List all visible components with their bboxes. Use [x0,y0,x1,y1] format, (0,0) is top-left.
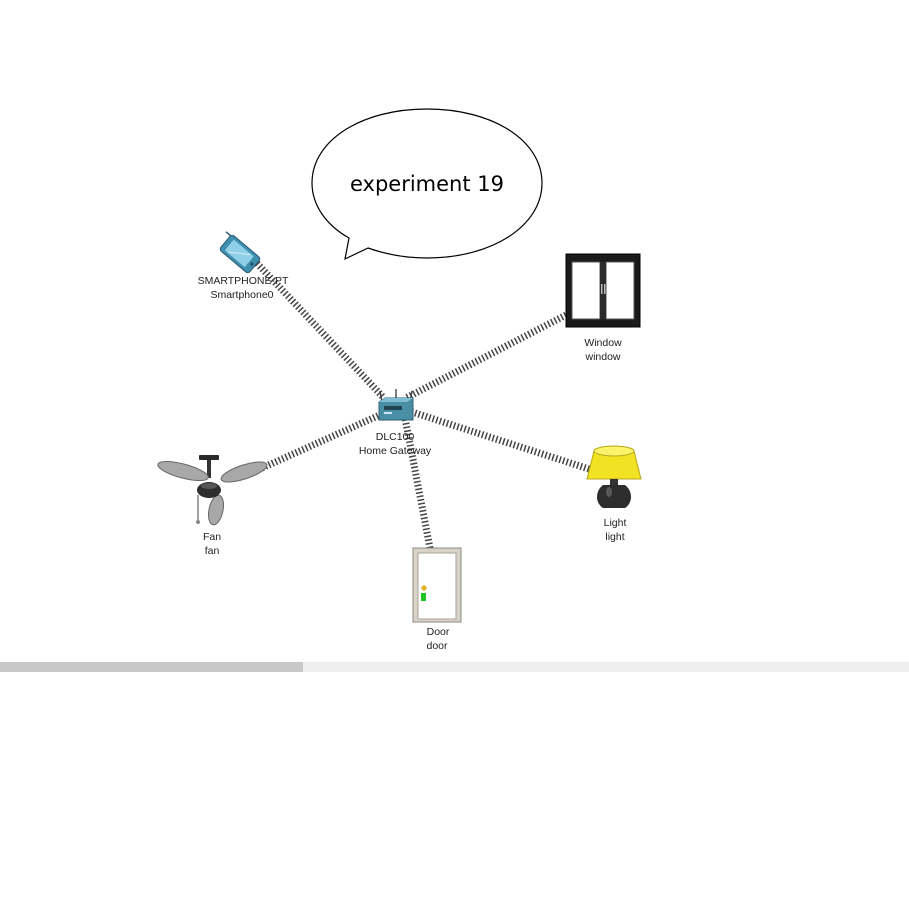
wireless-links [249,255,591,549]
window-model-label: Window [584,337,622,349]
note-text: experiment 19 [350,172,504,196]
smartphone-model-label: SMARTPHONE-PT [198,275,289,287]
smartphone-icon [219,231,261,274]
link-fan-gateway[interactable] [260,410,384,472]
device-light[interactable]: Light light [586,445,642,543]
light-model-label: Light [604,517,627,529]
device-gateway[interactable]: DLC100 Home Gateway [359,389,432,457]
horizontal-scrollbar[interactable] [0,662,909,672]
device-door[interactable]: Door door [412,547,462,652]
note-bubble-shape [311,108,543,261]
empty-panel [0,672,909,909]
light-name-label: light [605,531,624,543]
scrollbar-thumb[interactable] [0,662,303,672]
device-fan[interactable]: Fan fan [156,455,269,557]
device-smartphone[interactable]: SMARTPHONE-PT Smartphone0 [198,230,289,301]
smartphone-name-label: Smartphone0 [210,289,273,301]
fan-model-label: Fan [203,531,221,543]
topology-canvas[interactable]: experiment 19 SMARTPHONE-PT Smartphone0 [0,0,909,662]
door-icon [412,547,462,623]
ceiling-fan-icon [157,455,268,526]
link-window-gateway[interactable] [404,311,568,402]
fan-name-label: fan [205,545,220,557]
home-gateway-icon [378,389,414,421]
lamp-icon [586,445,642,508]
gateway-name-label: Home Gateway [359,445,432,457]
window-icon [565,253,641,328]
gateway-model-label: DLC100 [376,431,415,443]
note-bubble[interactable]: experiment 19 [311,108,543,261]
logical-workspace[interactable]: experiment 19 SMARTPHONE-PT Smartphone0 [0,0,909,662]
link-smartphone-gateway[interactable] [249,255,387,401]
door-model-label: Door [427,626,450,638]
device-window[interactable]: Window window [565,253,641,363]
door-name-label: door [426,640,448,652]
window-name-label: window [584,351,620,363]
link-light-gateway[interactable] [410,408,591,473]
